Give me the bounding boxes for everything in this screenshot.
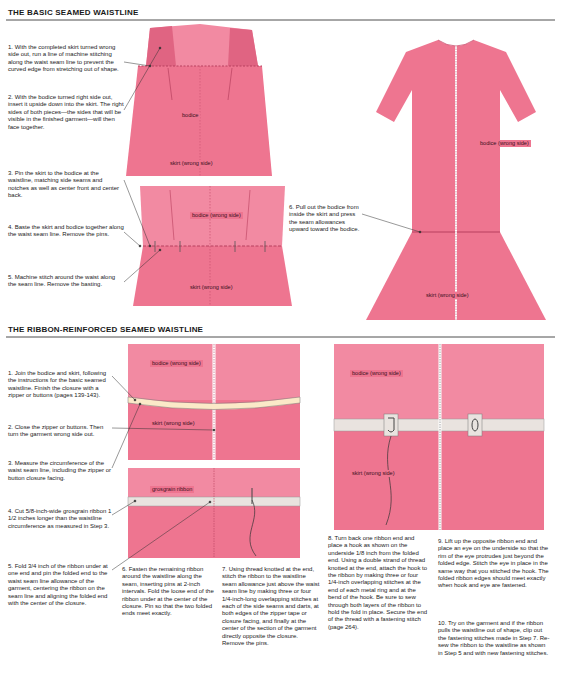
step-text: 3. Pin the skirt to the bodice at the wa… xyxy=(8,170,124,200)
ribbon-stitch xyxy=(252,488,253,504)
step-text: 8. Turn back one ribbon end and place a … xyxy=(328,535,430,631)
ribbon-measure xyxy=(213,344,216,460)
waist-seam-pinned xyxy=(235,241,236,252)
section-heading: THE BASIC SEAMED WAISTLINE xyxy=(8,8,308,18)
leader-line xyxy=(159,249,161,251)
part-label: skirt (wrong side) xyxy=(424,292,471,299)
dress xyxy=(438,40,474,46)
step-text: 6. Fasten the remaining ribbon around th… xyxy=(122,566,216,618)
part-label: skirt (wrong side) xyxy=(150,420,197,427)
leader-line xyxy=(139,245,141,247)
part-label: bodice (wrong side) xyxy=(478,140,531,147)
step-text: 5. Machine stitch around the waist along… xyxy=(8,274,124,289)
ribbon-measure xyxy=(128,397,300,410)
leader-line xyxy=(209,501,211,503)
step-text: 4. Cut 5/8-inch-wide grosgrain ribbon 1 … xyxy=(8,508,112,530)
part-label: skirt (wrong side) xyxy=(350,470,397,477)
leader-line xyxy=(112,376,135,400)
hook-and-eye xyxy=(334,344,544,530)
skirt-with-bodice xyxy=(228,28,258,66)
leader-line xyxy=(149,245,151,247)
step-text: 1. Join the bodice and skirt, following … xyxy=(8,370,112,400)
leader-line xyxy=(213,429,215,431)
waist-seam-pinned xyxy=(180,241,181,252)
skirt-with-bodice xyxy=(146,26,176,66)
step-text: 6. Pull out the bodice from inside the s… xyxy=(289,204,362,234)
waist-seam-pinned xyxy=(143,246,282,247)
leader-line xyxy=(112,404,140,468)
hook-and-eye xyxy=(386,436,391,525)
step-text: 7. Using thread knotted at the end, stit… xyxy=(222,566,320,647)
leader-line xyxy=(112,501,135,515)
leader-line xyxy=(124,250,160,282)
part-label: bodice (wrong side) xyxy=(150,360,203,367)
waist-seam-pinned xyxy=(133,246,292,306)
step-text: 5. Fold 3/4 inch of the ribbon under at … xyxy=(8,563,112,607)
hook-and-eye xyxy=(384,414,398,436)
hook-and-eye xyxy=(439,344,442,530)
leader-line xyxy=(124,62,150,66)
waist-seam-pinned xyxy=(155,241,156,252)
part-label: bodice xyxy=(180,112,200,119)
leader-line xyxy=(124,48,160,110)
ribbon-stitch xyxy=(128,468,300,558)
dress xyxy=(456,46,457,320)
leader-line xyxy=(124,180,150,246)
dress xyxy=(366,40,546,320)
waist-seam-pinned xyxy=(155,241,265,252)
step-text: 1. With the completed skirt turned wrong… xyxy=(8,44,124,74)
step-text: 3. Measure the circumference of the wais… xyxy=(8,460,112,482)
ribbon-stitch xyxy=(250,500,256,556)
skirt-with-bodice xyxy=(146,24,258,66)
leader-line xyxy=(134,500,136,502)
ribbon-measure xyxy=(214,344,215,460)
skirt-with-bodice xyxy=(168,68,172,100)
skirt-with-bodice xyxy=(228,68,232,100)
waist-seam-pinned xyxy=(265,241,266,252)
leader-line xyxy=(159,47,161,49)
leader-line xyxy=(139,403,141,405)
part-label: skirt (wrong side) xyxy=(188,284,235,291)
ribbon-measure xyxy=(128,344,300,460)
waist-seam-pinned xyxy=(140,186,285,246)
section-heading: THE RIBBON-REINFORCED SEAMED WAISTLINE xyxy=(8,325,308,335)
part-label: bodice (wrong side) xyxy=(190,212,243,219)
leader-line xyxy=(362,214,420,232)
leader-line xyxy=(112,502,210,570)
waist-seam-pinned xyxy=(170,190,174,240)
step-text: 2. With the bodice turned right side out… xyxy=(8,94,124,131)
step-text: 10. Try on the garment and if the ribbon… xyxy=(438,620,550,657)
leader-line xyxy=(134,399,136,401)
section-rule xyxy=(6,20,555,337)
step-text: 2. Close the zipper or buttons. Then tur… xyxy=(8,424,112,439)
skirt-with-bodice xyxy=(126,66,272,176)
part-label: grosgrain ribbon xyxy=(150,486,194,493)
waist-seam-pinned xyxy=(133,186,292,306)
part-label: skirt (wrong side) xyxy=(168,160,215,167)
hook-and-eye xyxy=(440,344,441,530)
leader-line xyxy=(112,47,421,570)
ribbon-stitch xyxy=(214,468,215,558)
hook-and-eye xyxy=(472,419,478,431)
leader-line xyxy=(112,428,214,430)
leader-line xyxy=(419,231,421,233)
section-rule xyxy=(6,337,555,338)
skirt-with-bodice xyxy=(126,24,272,176)
hook-and-eye xyxy=(468,414,482,436)
ribbon-stitch xyxy=(128,502,300,558)
step-text: 4. Baste the skirt and bodice together a… xyxy=(8,224,124,239)
section-rule xyxy=(6,20,555,21)
waist-seam-pinned xyxy=(246,190,250,240)
leader-line xyxy=(124,232,140,246)
step-text: 9. Lift up the opposite ribbon end and p… xyxy=(438,538,550,590)
dress xyxy=(455,46,457,320)
part-label: bodice (wrong side) xyxy=(350,370,403,377)
hook-and-eye xyxy=(388,418,394,432)
